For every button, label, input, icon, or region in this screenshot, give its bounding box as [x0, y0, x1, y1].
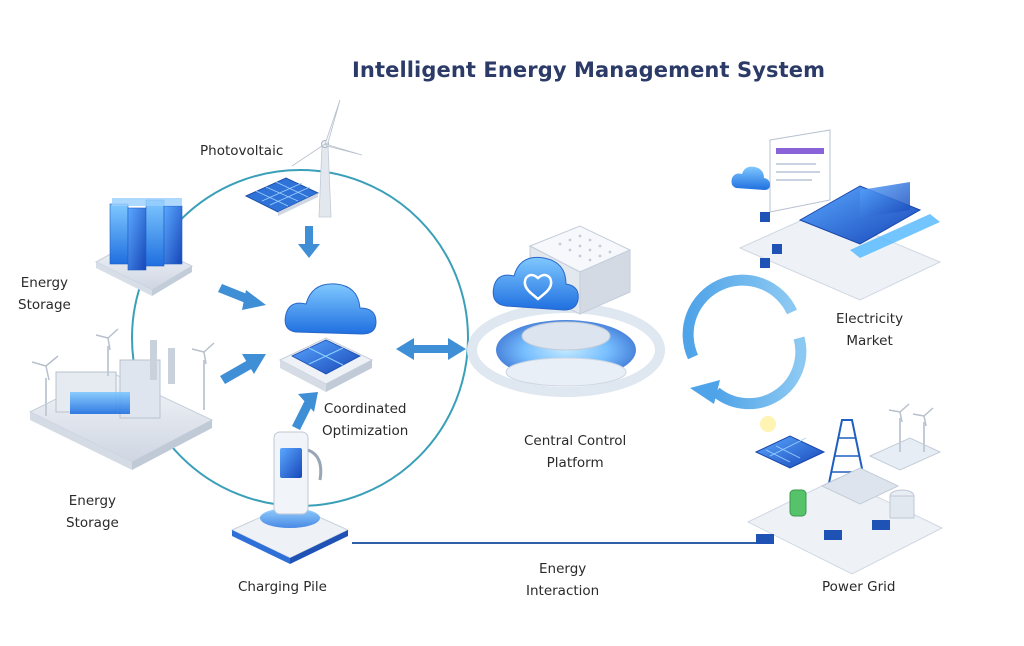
bidirectional-arrow [396, 338, 466, 360]
label-energy-storage-top-line1: Energy [18, 272, 71, 294]
factory-storage-icon [30, 329, 214, 470]
label-photovoltaic: Photovoltaic [200, 140, 283, 162]
arrow-from-battery [218, 284, 266, 310]
solar-panel-icon [246, 178, 318, 216]
label-charging-pile-text: Charging Pile [238, 576, 327, 598]
label-energy-storage-top: Energy Storage [18, 272, 71, 316]
battery-stack-icon [96, 198, 192, 296]
label-coordinated-optimization: Coordinated Optimization [322, 398, 408, 442]
label-power-grid: Power Grid [822, 576, 895, 598]
label-electricity-market-line1: Electricity [836, 308, 903, 330]
label-energy-storage-bottom-line2: Storage [66, 512, 119, 534]
market-dashboard-icon [732, 130, 941, 300]
arrow-from-factory [220, 354, 266, 384]
control-platform-icon [472, 226, 660, 392]
label-coordinated-optimization-line2: Optimization [322, 420, 408, 442]
arrow-from-charger [292, 392, 318, 430]
label-central-control-platform: Central Control Platform [524, 430, 626, 474]
label-electricity-market-line2: Market [836, 330, 903, 352]
label-energy-storage-bottom: Energy Storage [66, 490, 119, 534]
label-coordinated-optimization-line1: Coordinated [322, 398, 408, 420]
label-charging-pile: Charging Pile [238, 576, 327, 598]
optimizer-cube-icon [280, 338, 372, 392]
cloud-icon [285, 284, 376, 334]
page-title: Intelligent Energy Management System [352, 58, 825, 82]
cycle-arrows-icon [688, 280, 801, 404]
label-photovoltaic-text: Photovoltaic [200, 140, 283, 162]
arrow-from-photovoltaic [298, 226, 320, 258]
label-energy-interaction-line1: Energy [526, 558, 599, 580]
label-energy-storage-top-line2: Storage [18, 294, 71, 316]
label-energy-interaction: Energy Interaction [526, 558, 599, 602]
power-grid-icon [748, 404, 942, 574]
label-energy-storage-bottom-line1: Energy [66, 490, 119, 512]
label-central-control-platform-line1: Central Control [524, 430, 626, 452]
label-electricity-market: Electricity Market [836, 308, 903, 352]
label-central-control-platform-line2: Platform [524, 452, 626, 474]
label-power-grid-text: Power Grid [822, 576, 895, 598]
label-energy-interaction-line2: Interaction [526, 580, 599, 602]
